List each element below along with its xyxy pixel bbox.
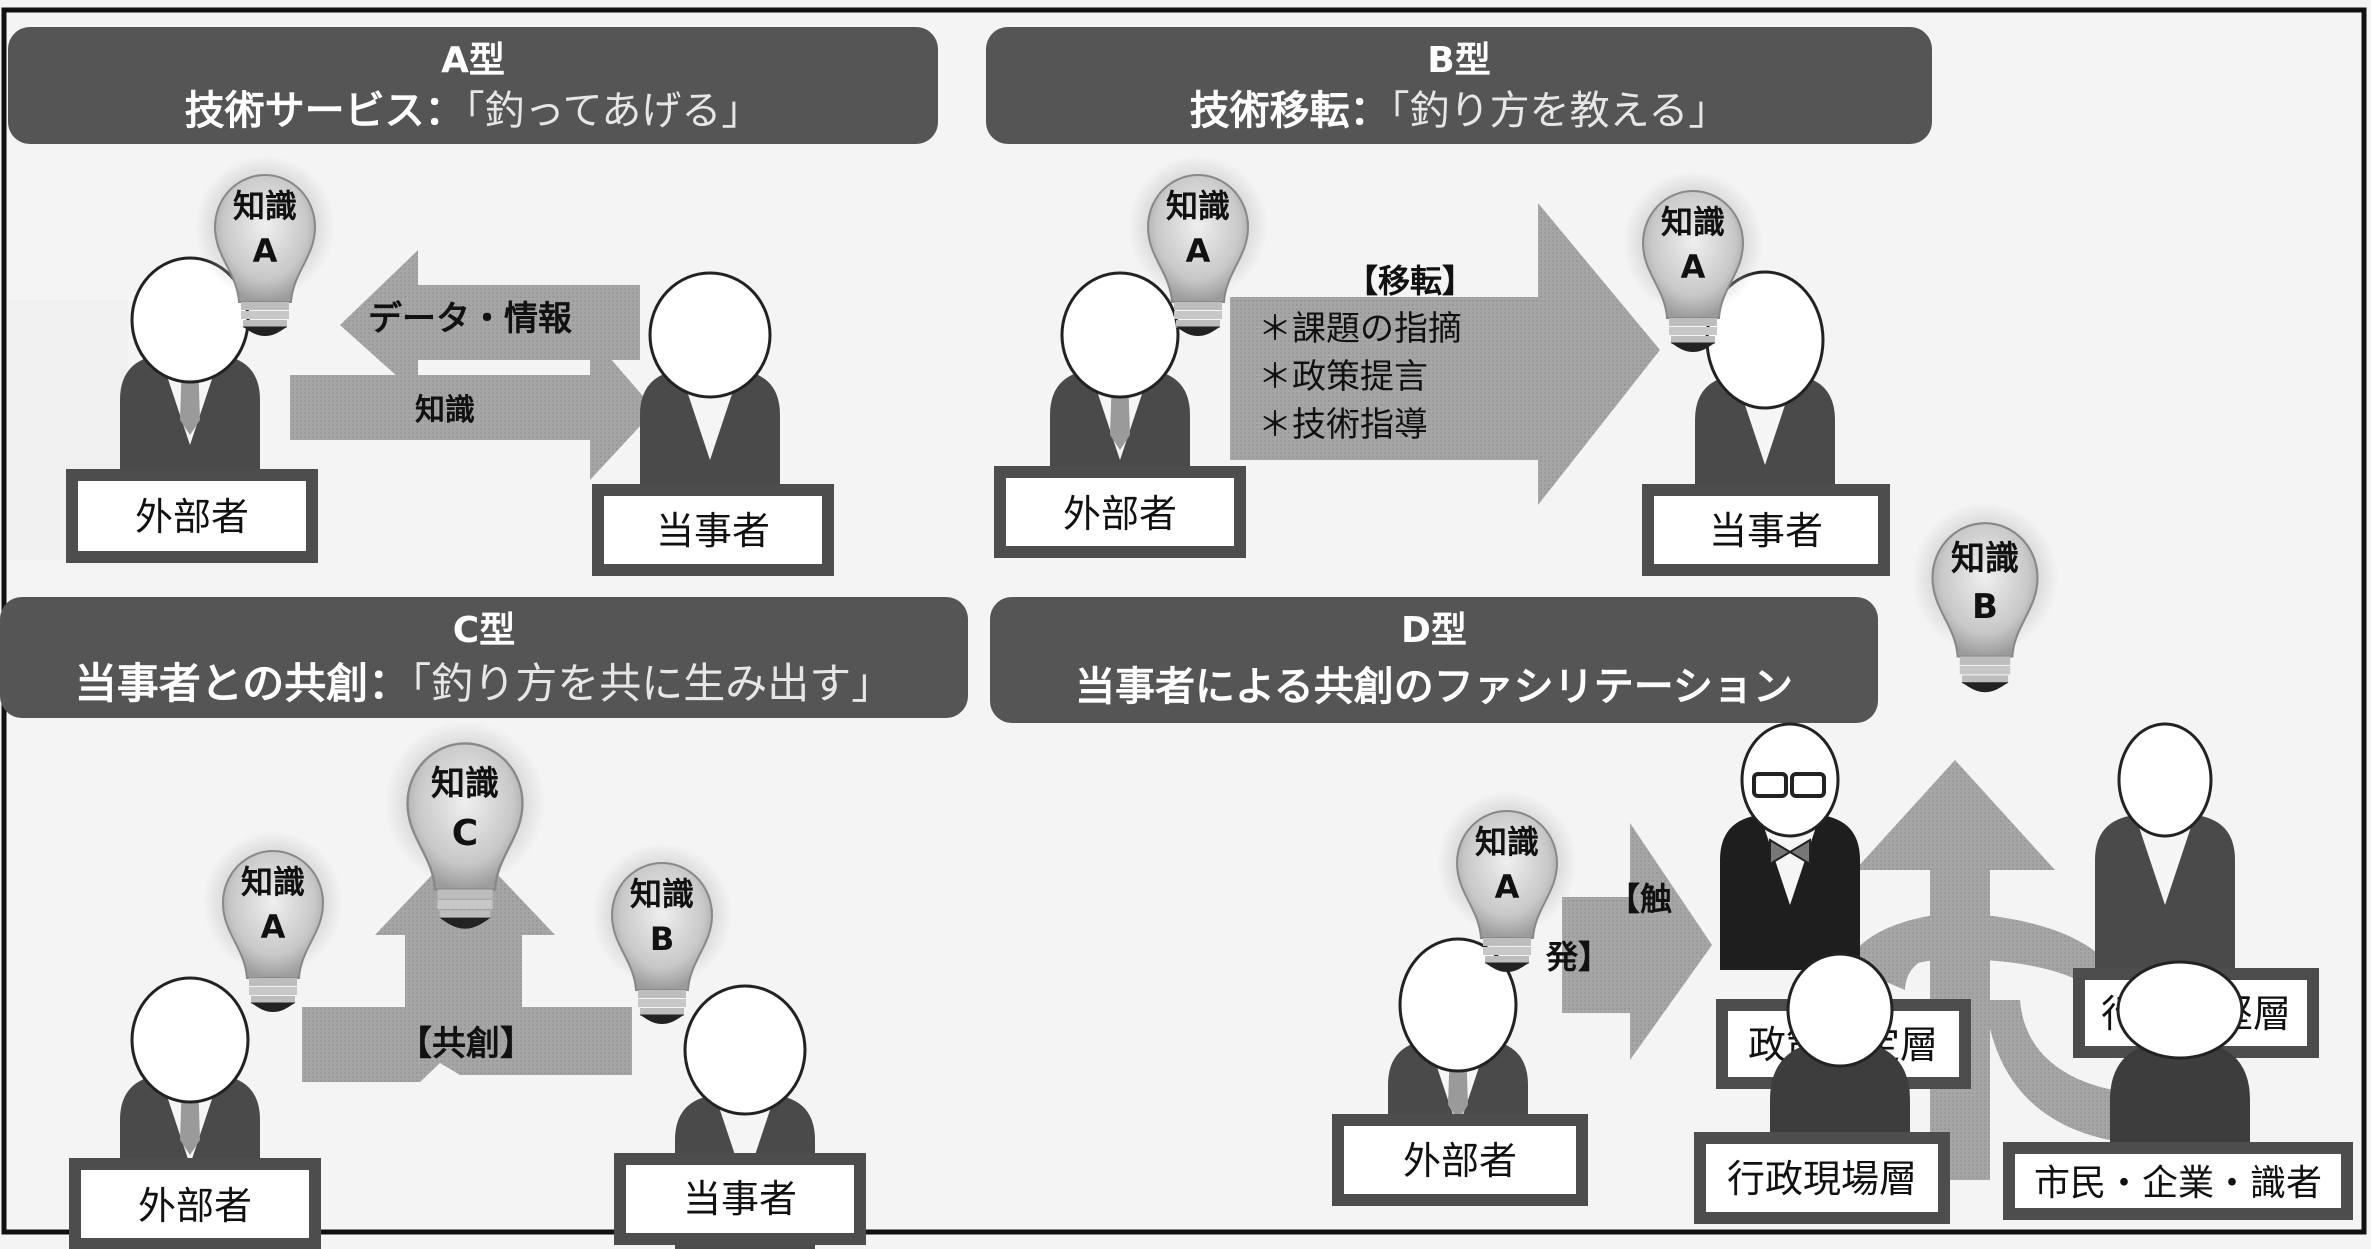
panel-b-transfer-arrow [1230, 203, 1660, 505]
bulb-letter: B [1972, 587, 1998, 627]
panel-c-outsider-nameplate: 外部者 [69, 1158, 321, 1249]
panel-c-title-bold: 当事者との共創： [75, 659, 411, 708]
panel-c-right-bulb: 知識 B [592, 843, 732, 1022]
bulb-letter: A [1495, 868, 1520, 906]
panel-c: C型 当事者との共創：「釣り方を共に生み出す」 【共創】 知識 C 知識 A 外… [0, 597, 968, 1249]
panel-c-title-light: 「釣り方を共に生み出す」 [410, 659, 893, 708]
nameplate-label: 当事者 [683, 1177, 797, 1221]
panel-a: A型 技術サービス：「釣ってあげる」 データ・情報 知識 知識 A 外部者 [8, 27, 938, 576]
panel-a-bulb: 知識 A [195, 155, 335, 334]
group-nameplate-citizens: 市民・企業・識者 [2003, 1142, 2353, 1220]
lightbulb-icon-label: 知識 [241, 863, 305, 901]
lightbulb-icon-label: 知識 [233, 187, 297, 225]
head-icon [1398, 937, 1518, 1073]
panel-b-arrow-item: ＊技術指導 [1258, 405, 1428, 445]
head-icon [2116, 960, 2244, 1060]
panel-c-title: 当事者との共創：「釣り方を共に生み出す」 [75, 659, 894, 708]
panel-a-data-arrow-label: データ・情報 [368, 299, 572, 339]
panel-c-type-label: C型 [453, 610, 515, 651]
panel-a-knowledge-arrow-label: 知識 [415, 393, 475, 428]
panel-a-outsider-nameplate: 外部者 [66, 469, 318, 563]
panel-d-policy-maker-figure [1719, 722, 1861, 971]
nameplate-label: 外部者 [1403, 1139, 1517, 1183]
panel-b-right-bulb: 知識 A [1623, 171, 1763, 350]
nameplate-label: 外部者 [135, 495, 249, 539]
lightbulb-icon-label: 知識 [431, 764, 499, 804]
panel-a-insider-nameplate: 当事者 [592, 484, 834, 576]
panel-a-title-bold: 技術サービス： [185, 88, 465, 134]
panel-d-top-bulb: 知識 B [1912, 502, 2059, 689]
panel-c-cocreation-arrow [302, 840, 632, 1082]
nameplate-label: 外部者 [1063, 492, 1177, 536]
head-icon [648, 271, 772, 399]
panel-d: D型 当事者による共創のファシリテーション 知識 B 【触 [990, 502, 2353, 1224]
panel-d-header [990, 597, 1878, 723]
lightbulb-icon-label: 知識 [630, 875, 694, 913]
panel-b-outsider-figure [1050, 271, 1190, 525]
panel-d-title: 当事者による共創のファシリテーション [1075, 664, 1793, 710]
panel-c-center-bulb: 知識 C [385, 720, 546, 925]
nameplate-label: 市民・企業・識者 [2034, 1163, 2322, 1204]
nameplate-label: 当事者 [1709, 509, 1823, 553]
bulb-letter: C [452, 813, 478, 854]
head-icon [683, 984, 807, 1116]
panel-b-header [986, 27, 1932, 144]
panel-a-header [8, 27, 938, 144]
head-icon [2117, 722, 2213, 838]
panel-b-title: 技術移転：「釣り方を教える」 [1190, 88, 1729, 134]
panel-a-type-label: A型 [441, 40, 505, 81]
bulb-letter: A [1186, 232, 1211, 270]
lightbulb-icon-label: 知識 [1475, 823, 1539, 861]
panel-c-outsider-figure [120, 976, 260, 1230]
panel-b-arrow-heading: 【移転】 [1346, 262, 1474, 300]
panel-c-header [0, 597, 968, 718]
panel-b-title-bold: 技術移転： [1190, 88, 1390, 134]
panel-d-frontline-admin-figure [1770, 952, 1910, 1200]
head-icon [1786, 952, 1894, 1068]
panel-b-type-label: B型 [1427, 40, 1490, 81]
panel-b-arrow-item: ＊課題の指摘 [1258, 309, 1462, 349]
panel-b-outsider-nameplate: 外部者 [994, 466, 1246, 558]
panel-d-trigger-label-1: 【触 [1608, 880, 1672, 918]
panel-a-title-light: 「釣ってあげる」 [465, 88, 762, 134]
panel-b-arrow-item: ＊政策提言 [1258, 357, 1428, 397]
panel-c-arrow-label: 【共創】 [398, 1024, 534, 1064]
bulb-letter: A [261, 908, 286, 946]
nameplate-label: 外部者 [138, 1184, 252, 1228]
panel-d-type-label: D型 [1401, 610, 1467, 651]
panel-d-outsider-bulb: 知識 A [1437, 791, 1577, 970]
nameplate-label: 行政現場層 [1727, 1157, 1917, 1201]
panel-a-knowledge-arrow [290, 335, 655, 480]
bulb-letter: B [650, 920, 674, 958]
lightbulb-icon-label: 知識 [1166, 187, 1230, 225]
head-icon [1060, 271, 1180, 399]
panel-d-citizens-figure [2110, 960, 2250, 1200]
group-nameplate-frontline: 行政現場層 [1694, 1132, 1950, 1224]
panel-d-outsider-figure [1388, 937, 1528, 1195]
panel-a-title: 技術サービス：「釣ってあげる」 [185, 88, 762, 134]
panel-c-left-bulb: 知識 A [203, 831, 343, 1010]
panel-a-data-arrow [340, 250, 640, 395]
panel-d-trigger-arrow [1562, 823, 1712, 1060]
panel-b: B型 技術移転：「釣り方を教える」 【移転】 ＊課題の指摘 ＊政策提言 ＊技術指… [986, 27, 1932, 576]
panel-d-trigger-label-2: 発】 [1545, 938, 1610, 976]
panel-d-mid-admin-figure [2095, 722, 2235, 970]
panel-a-insider-figure [640, 271, 780, 525]
panel-b-left-bulb: 知識 A [1128, 155, 1268, 334]
head-icon [130, 976, 250, 1104]
panel-d-outsider-nameplate: 外部者 [1332, 1114, 1588, 1206]
panel-c-insider-nameplate: 当事者 [614, 1153, 866, 1245]
nameplate-label: 当事者 [656, 509, 770, 553]
lightbulb-icon-label: 知識 [1951, 539, 2019, 579]
lightbulb-icon-label: 知識 [1661, 203, 1725, 241]
panel-c-insider-figure [675, 984, 815, 1249]
panel-b-insider-nameplate: 当事者 [1642, 484, 1890, 576]
panel-b-title-light: 「釣り方を教える」 [1390, 88, 1729, 134]
bulb-letter: A [253, 232, 278, 270]
glasses-icon [1752, 772, 1788, 798]
bulb-letter: A [1681, 248, 1706, 286]
